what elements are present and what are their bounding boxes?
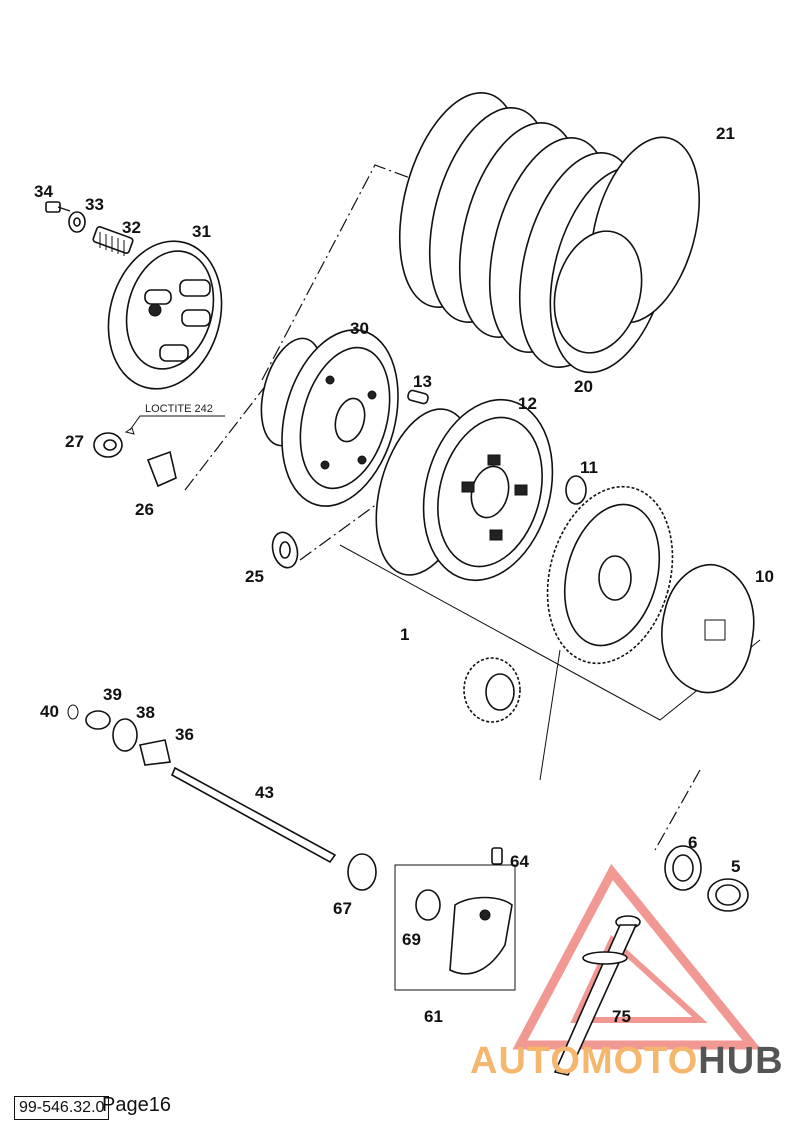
logo-part-1: AUTOMOTO <box>470 1040 699 1082</box>
push-rod-assembly <box>67 704 377 891</box>
callout-33: 33 <box>85 195 104 214</box>
callout-64: 64 <box>510 852 529 871</box>
bushing-5-part <box>707 878 749 912</box>
primary-gear-part <box>546 485 674 665</box>
callout-27: 27 <box>65 432 84 451</box>
callout-5: 5 <box>731 857 740 876</box>
callout-75: 75 <box>612 1007 631 1026</box>
callout-32: 32 <box>122 218 141 237</box>
washer-25-part <box>271 531 299 569</box>
loctite-note: LOCTITE 242 <box>145 403 213 415</box>
callout-40: 40 <box>40 702 59 721</box>
callout-38: 38 <box>136 703 155 722</box>
callout-10: 10 <box>755 567 774 586</box>
callout-34: 34 <box>34 182 53 201</box>
clutch-basket-part <box>375 398 554 582</box>
callout-labels: 34 33 32 31 30 13 12 21 20 27 26 25 11 1… <box>34 124 774 1026</box>
callout-26: 26 <box>135 500 154 519</box>
bearing-6-part <box>664 845 702 891</box>
callout-69: 69 <box>402 930 421 949</box>
damper-plate-part <box>661 563 755 694</box>
callout-12: 12 <box>518 394 537 413</box>
callout-20: 20 <box>574 377 593 396</box>
callout-13: 13 <box>413 372 432 391</box>
bolt-part <box>45 201 71 213</box>
clutch-discs-part <box>398 91 700 374</box>
nut-part <box>93 432 123 458</box>
callout-25: 25 <box>245 567 264 586</box>
loctite-leader <box>124 415 225 435</box>
callout-36: 36 <box>175 725 194 744</box>
pressure-plate-part <box>107 240 223 390</box>
tool-rod-part <box>553 915 641 1076</box>
callout-43: 43 <box>255 783 274 802</box>
callout-6: 6 <box>688 833 697 852</box>
document-code: 99-546.32.0 <box>14 1096 110 1120</box>
lock-washer-part <box>146 450 177 488</box>
clutch-hub-part <box>260 329 399 507</box>
callout-11: 11 <box>580 458 598 477</box>
callout-39: 39 <box>103 685 122 704</box>
bushing-part <box>565 475 587 505</box>
callout-31: 31 <box>192 222 211 241</box>
callout-1: 1 <box>400 625 409 644</box>
automotohub-logo: AUTOMOTOHUB <box>470 1040 784 1083</box>
slave-cylinder-part <box>415 889 513 975</box>
page-number: Page16 <box>102 1094 171 1116</box>
washer-part <box>68 211 86 233</box>
spring-part <box>92 226 134 256</box>
callout-21: 21 <box>716 124 735 143</box>
small-gear-part <box>463 657 521 723</box>
callout-67: 67 <box>333 899 352 918</box>
callout-61: 61 <box>424 1007 443 1026</box>
screw-64-part <box>491 847 503 865</box>
logo-part-2: HUB <box>698 1040 784 1082</box>
pin-part <box>407 389 429 405</box>
watermark-triangle-icon <box>512 863 762 1050</box>
callout-30: 30 <box>350 319 369 338</box>
